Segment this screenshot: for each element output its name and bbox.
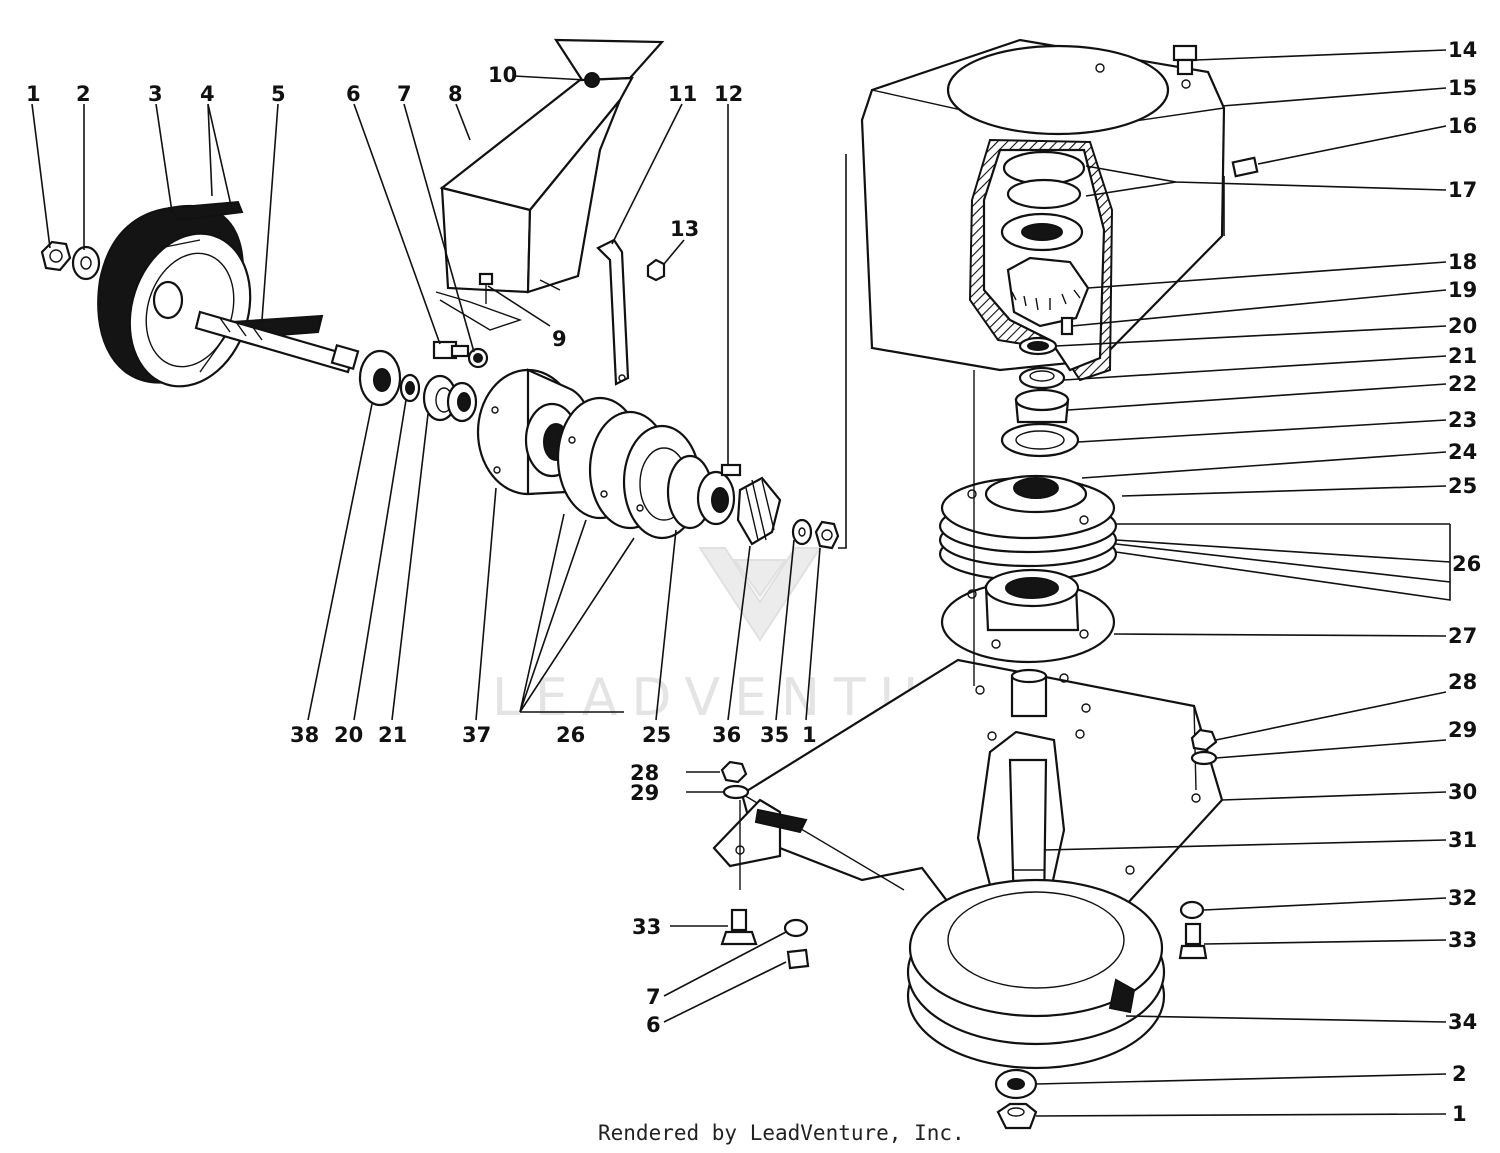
- callout-1-bottom-left: 1: [802, 723, 817, 747]
- washer-part-29-right: [1190, 750, 1218, 766]
- washer-part-35: [791, 518, 813, 546]
- callout-20-bottom: 20: [334, 723, 363, 747]
- callout-26-right: 26: [1452, 552, 1481, 576]
- callout-7-bottom: 7: [646, 985, 661, 1009]
- callout-1-right: 1: [1452, 1102, 1467, 1126]
- bolt-part-33-right: [1178, 922, 1208, 960]
- callout-12: 12: [714, 82, 743, 106]
- callout-25-bottom: 25: [642, 723, 671, 747]
- belt-guard-part-8: [435, 38, 665, 331]
- callout-21-right: 21: [1448, 344, 1477, 368]
- washer-part-32: [1179, 900, 1205, 920]
- bearing-part-38: [358, 349, 402, 407]
- gearbox-housing-part-15: [860, 38, 1226, 382]
- callout-33-middle: 33: [632, 915, 661, 939]
- callout-16: 16: [1448, 114, 1477, 138]
- callout-15: 15: [1448, 76, 1477, 100]
- shaft-part-5: [194, 310, 360, 374]
- nut-part-1-bottom: [996, 1102, 1038, 1130]
- callout-29-middle: 29: [630, 781, 659, 805]
- callout-32: 32: [1448, 886, 1477, 910]
- bearing-assembly: [696, 470, 736, 526]
- key-part-12: [720, 463, 742, 477]
- callout-13: 13: [670, 217, 699, 241]
- nut-part-28-left: [720, 760, 748, 784]
- bearing-part-22: [1014, 388, 1070, 424]
- callout-9: 9: [552, 327, 567, 351]
- leader-lines: [31, 49, 1451, 1117]
- callout-21-bottom: 21: [378, 723, 407, 747]
- callout-30: 30: [1448, 780, 1477, 804]
- washer-part-29-left: [722, 784, 750, 800]
- callout-26-bottom: 26: [556, 723, 585, 747]
- bracket-part-11: [596, 238, 630, 386]
- flange-gasket-stack-right: [938, 474, 1118, 582]
- bearing-part-21-right: [1018, 366, 1066, 390]
- callout-25-right: 25: [1448, 474, 1477, 498]
- callout-28-right: 28: [1448, 670, 1477, 694]
- callout-24: 24: [1448, 440, 1477, 464]
- callout-34: 34: [1448, 1010, 1477, 1034]
- bearing-part-21: [422, 374, 478, 423]
- washer-part-2: [71, 245, 101, 281]
- callout-35: 35: [760, 723, 789, 747]
- washer-part-2-bottom: [994, 1068, 1038, 1100]
- callout-1-top-left: 1: [26, 82, 41, 106]
- callout-3: 3: [148, 82, 163, 106]
- plug-part-16: [1231, 156, 1259, 178]
- bolt-part-6-lower: [786, 948, 810, 970]
- callout-29-right: 29: [1448, 718, 1477, 742]
- callout-38: 38: [290, 723, 319, 747]
- callout-20-right: 20: [1448, 314, 1477, 338]
- washer-part-7-lower: [783, 918, 809, 938]
- pulley-part-34: [906, 878, 1166, 1070]
- callout-6-bottom: 6: [646, 1013, 661, 1037]
- callout-7-top: 7: [397, 82, 412, 106]
- pulley-part-3: [97, 205, 252, 388]
- callout-4: 4: [200, 82, 215, 106]
- screw-part-9: [478, 272, 494, 304]
- stub-shaft: [1010, 668, 1048, 718]
- callout-17: 17: [1448, 178, 1477, 202]
- callout-11: 11: [668, 82, 697, 106]
- ring-part-20-right: [1018, 336, 1058, 356]
- screw-part-13: [646, 258, 666, 282]
- callout-37: 37: [462, 723, 491, 747]
- callout-36: 36: [712, 723, 741, 747]
- left-shaft-assembly: [40, 200, 840, 550]
- rendered-by-credit: Rendered by LeadVenture, Inc.: [598, 1121, 965, 1145]
- nut-part-28-right: [1190, 728, 1218, 752]
- callout-2-right: 2: [1452, 1062, 1467, 1086]
- leadventure-logo-icon: [698, 547, 822, 642]
- callout-8: 8: [448, 82, 463, 106]
- nut-part-1: [40, 240, 72, 272]
- callout-28-middle: 28: [630, 761, 659, 785]
- callout-10: 10: [488, 63, 517, 87]
- washer-part-7: [467, 347, 489, 369]
- flange-part-27: [940, 568, 1116, 664]
- nut-part-1-right: [814, 520, 840, 550]
- bolt-part-33-left: [720, 908, 758, 946]
- callout-18: 18: [1448, 250, 1477, 274]
- callout-19: 19: [1448, 278, 1477, 302]
- callout-14: 14: [1448, 38, 1477, 62]
- callout-23: 23: [1448, 408, 1477, 432]
- gear-part-36: [736, 476, 782, 546]
- seal-part-23: [1000, 422, 1080, 458]
- callout-27: 27: [1448, 624, 1477, 648]
- breather-part-14: [1172, 44, 1198, 76]
- callout-6-top: 6: [346, 82, 361, 106]
- callout-2-top-left: 2: [76, 82, 91, 106]
- callout-33-right: 33: [1448, 928, 1477, 952]
- callout-5: 5: [271, 82, 286, 106]
- callout-numbers: 1 2 3 4 5 6 7 8 10 11 12 13 9 38 20 21 3…: [26, 38, 1481, 1126]
- callout-31: 31: [1448, 828, 1477, 852]
- ring-part-20: [399, 373, 421, 403]
- callout-22: 22: [1448, 372, 1477, 396]
- bolt-part-6: [432, 340, 470, 360]
